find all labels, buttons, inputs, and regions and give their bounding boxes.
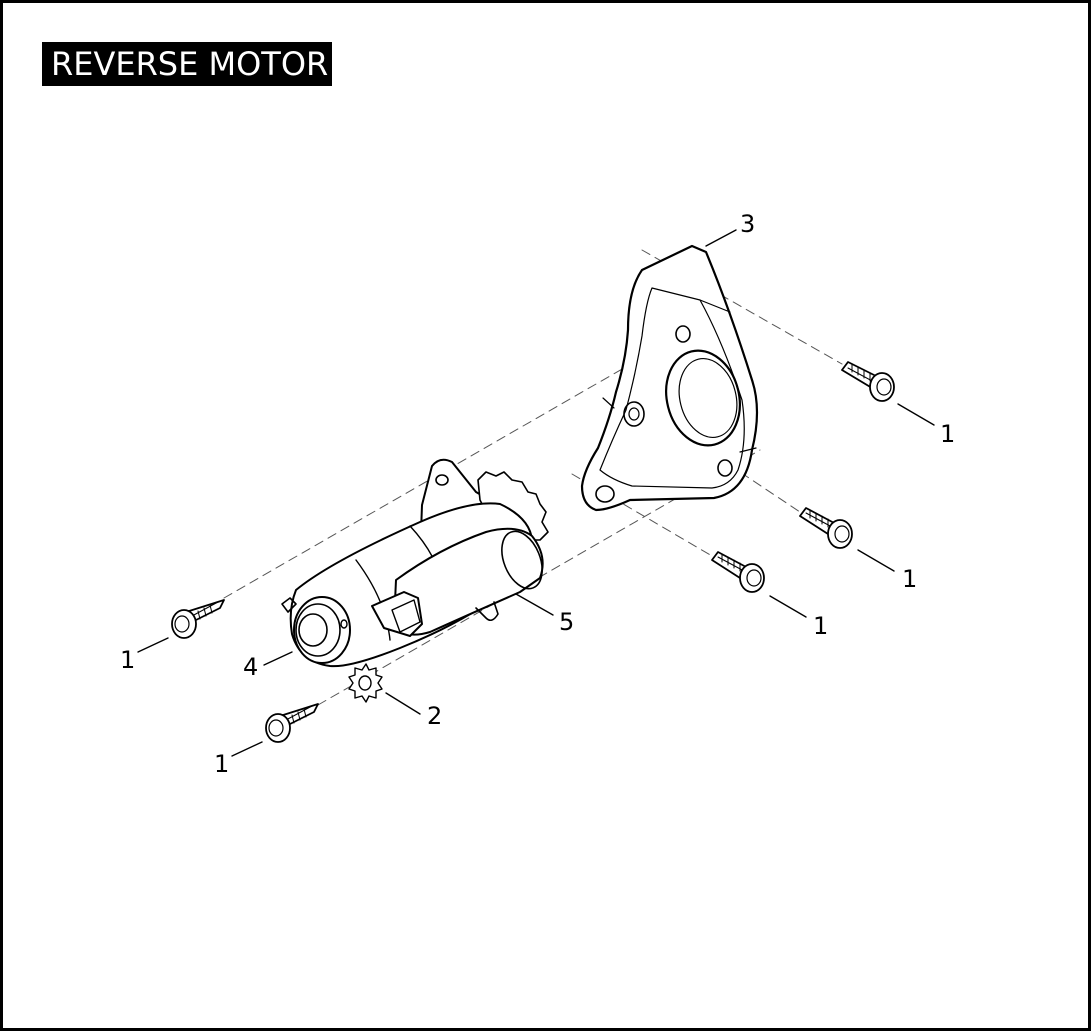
bolt-lower-right (711, 551, 765, 593)
callout-motor: 4 (243, 653, 258, 681)
callout-bracket: 3 (740, 210, 755, 238)
diagram-title: REVERSE MOTOR (42, 42, 332, 86)
bolt-upper-right (841, 361, 895, 402)
bolt-mid-right (799, 507, 853, 549)
bolt-left-lower (265, 703, 319, 743)
reverse-motor (281, 458, 549, 668)
pinion-gear (348, 663, 383, 703)
callout-bolt-lower-right: 1 (813, 612, 828, 640)
callout-bolt-left-upper: 1 (120, 646, 135, 674)
bolt-left-upper (171, 599, 225, 639)
callout-bolt-upper-right: 1 (940, 420, 955, 448)
callout-bolt-left-lower: 1 (214, 750, 229, 778)
callout-bolt-mid-right: 1 (902, 565, 917, 593)
leader-lines (137, 229, 935, 757)
callout-gear: 2 (427, 702, 442, 730)
callout-solenoid: 5 (559, 608, 574, 636)
mounting-bracket (580, 244, 759, 512)
